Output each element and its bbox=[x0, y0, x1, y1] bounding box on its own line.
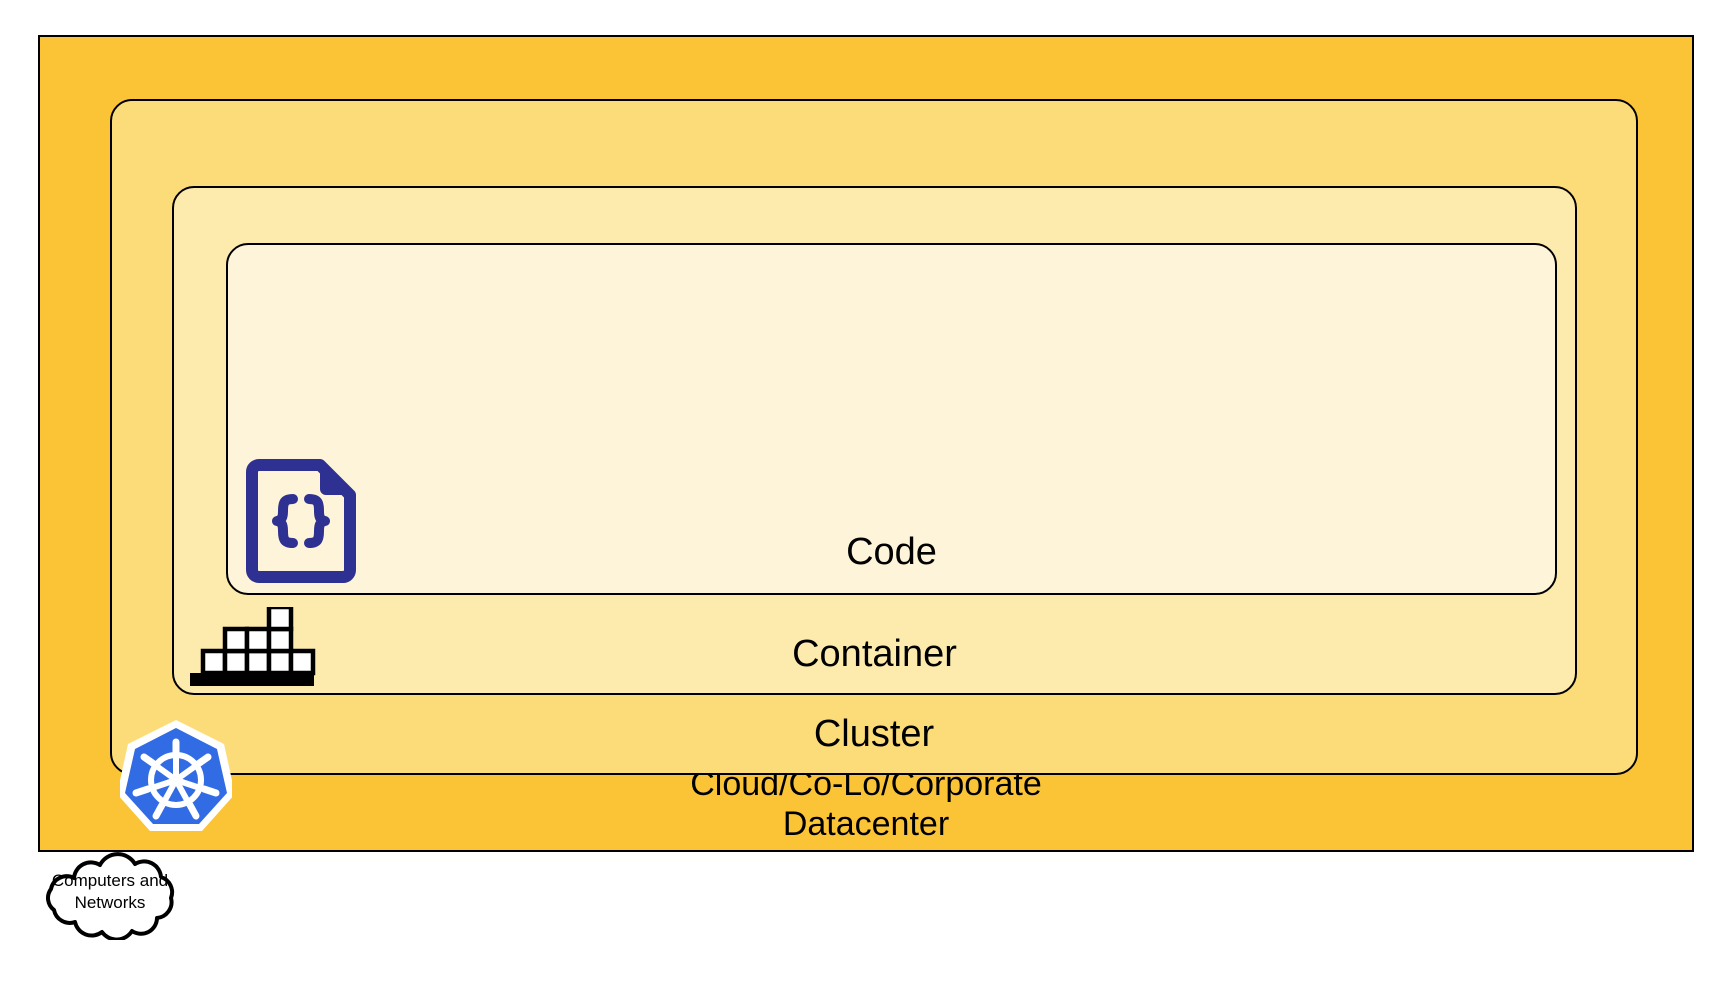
code-json-document-icon bbox=[246, 459, 356, 583]
layer-code[interactable]: Code bbox=[226, 243, 1557, 595]
layer-datacenter-label: Cloud/Co-Lo/Corporate Datacenter bbox=[690, 764, 1042, 843]
layer-container-label: Container bbox=[792, 633, 957, 676]
container-blocks-icon bbox=[186, 604, 316, 692]
layer-cluster-label: Cluster bbox=[813, 713, 935, 756]
cloud-computers-networks[interactable] bbox=[34, 852, 186, 942]
layer-code-label: Code bbox=[846, 531, 937, 574]
kubernetes-helm-icon bbox=[117, 718, 235, 833]
